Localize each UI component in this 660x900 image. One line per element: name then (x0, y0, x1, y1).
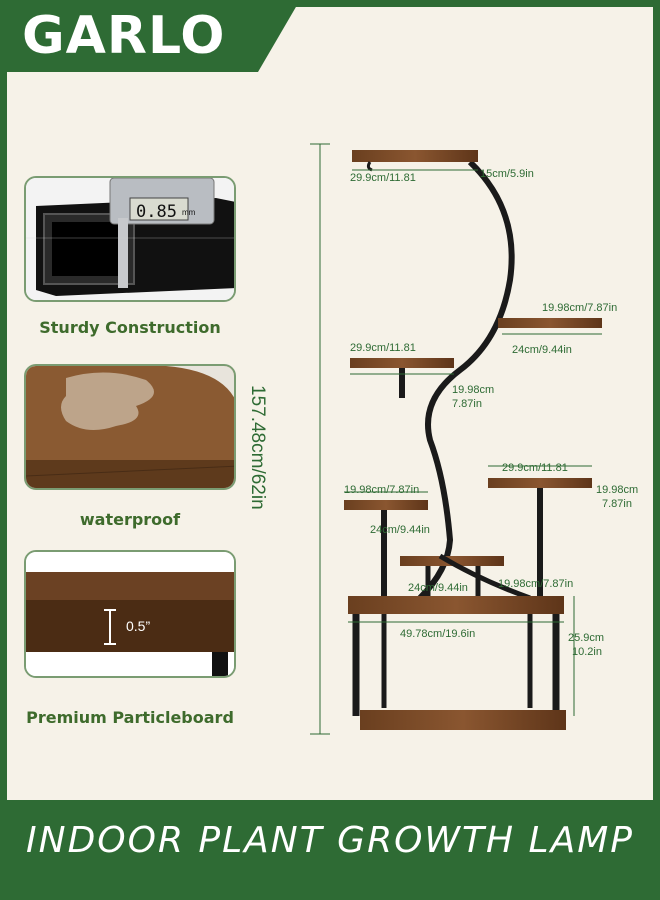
dim-left-depth-b: 7.87in (452, 398, 482, 410)
feature-card-particleboard: 0.5” (24, 550, 236, 678)
left-shelf (350, 358, 454, 368)
caliper-unit: mm (182, 208, 196, 217)
dim-left-depth-a: 19.98cm (452, 384, 495, 396)
dim-base-height-b: 10.2in (572, 646, 602, 658)
thickness-label: 0.5” (126, 618, 151, 634)
banner-title: INDOOR PLANT GROWTH LAMP (26, 820, 634, 861)
dim-base-width: 49.78cm/19.6in (400, 628, 476, 640)
caliper-photo (26, 178, 234, 300)
dim-mid-right-depth-a: 19.98cm (596, 484, 639, 496)
height-dimension-line (310, 143, 330, 735)
dim-right-width: 19.98cm/7.87in (542, 302, 618, 314)
top-shelf (352, 150, 478, 162)
mid-left-shelf (344, 500, 428, 510)
dim-mid-left-depth: 24cm/9.44in (370, 524, 430, 536)
waterproof-photo (26, 366, 234, 488)
dim-right-depth: 24cm/9.44in (512, 344, 572, 356)
dim-base-height-a: 25.9cm (568, 632, 605, 644)
feature-card-waterproof (24, 364, 236, 490)
caliper-reading: 0.85 (136, 202, 177, 222)
particleboard-photo (26, 552, 234, 676)
dim-top-width: 29.9cm/11.81 (350, 172, 416, 184)
dim-mid-right-width: 29.9cm/11.81 (502, 462, 568, 474)
base-top (348, 596, 564, 614)
dim-small-width: 19.98cm/7.87in (498, 578, 574, 590)
height-label: 157.48cm/62in (247, 385, 268, 510)
caption-waterproof: waterproof (79, 510, 181, 529)
plant-stand-illustration (344, 150, 602, 730)
caption-particleboard: Premium Particleboard (26, 708, 234, 727)
dim-mid-left-width: 19.98cm/7.87in (344, 484, 420, 496)
right-upper-shelf (498, 318, 602, 328)
mid-right-shelf (488, 478, 592, 488)
dim-small-depth: 24cm/9.44in (408, 582, 468, 594)
caption-construction: Sturdy Construction (39, 318, 221, 337)
dim-mid-right-depth-b: 7.87in (602, 498, 632, 510)
brand-tab: GARLO (0, 0, 300, 72)
brand-logo: GARLO (22, 6, 226, 66)
base-bottom (360, 710, 566, 730)
feature-card-construction: 0.85 mm (24, 176, 236, 302)
dim-left-width: 29.9cm/11.81 (350, 342, 416, 354)
dim-top-depth: 15cm/5.9in (480, 168, 534, 180)
